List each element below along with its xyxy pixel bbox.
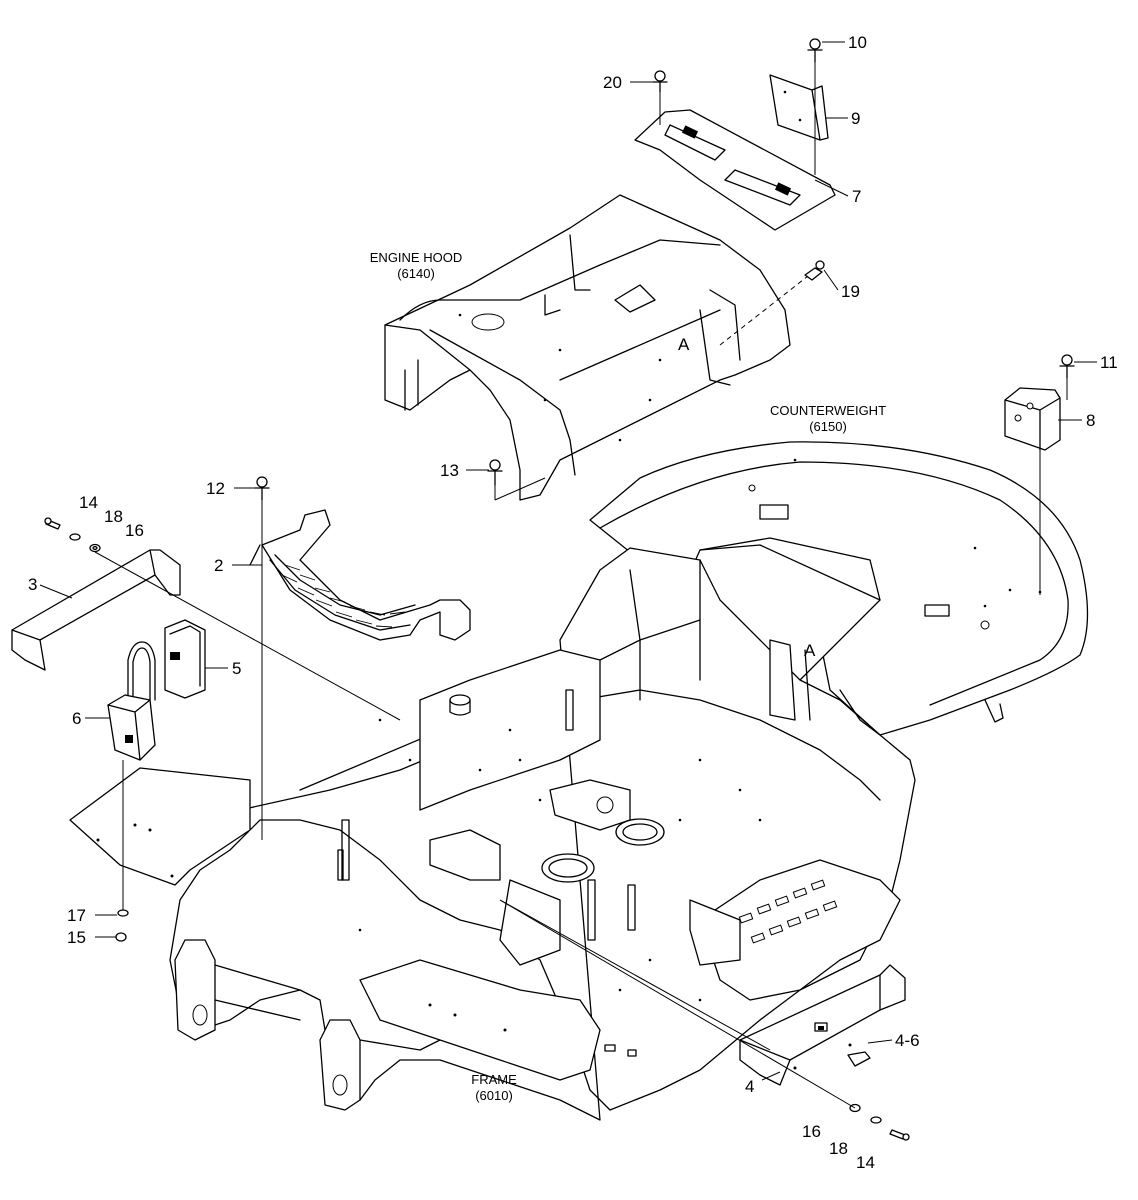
- callout-10: 10: [848, 33, 867, 52]
- callout-16-right: 16: [802, 1122, 821, 1141]
- engine-hood-drawing: [384, 194, 791, 501]
- part-9-bracket: [769, 74, 829, 141]
- callout-numbers: 10 20 9 7 19 11 8 13 12 14 18 16 2 3 5 6…: [28, 33, 1118, 1172]
- bolt-20: [652, 70, 668, 93]
- callout-13: 13: [440, 461, 459, 480]
- callout-14-left: 14: [79, 493, 98, 512]
- counterweight-number: (6150): [809, 419, 847, 434]
- part-6-handle-cover: [107, 641, 156, 761]
- callout-4-6: 4-6: [895, 1031, 920, 1050]
- assembly-labels: ENGINE HOOD (6140) COUNTERWEIGHT (6150) …: [370, 250, 886, 1103]
- callout-18-right: 18: [829, 1139, 848, 1158]
- mesh-pattern: [281, 564, 406, 628]
- bolt-13: [487, 459, 503, 486]
- callout-17: 17: [67, 906, 86, 925]
- bolt-12: [254, 476, 270, 501]
- bolt-14-right: [889, 1129, 910, 1141]
- frame-number: (6010): [475, 1088, 513, 1103]
- washer-18-left: [69, 533, 81, 541]
- nut-15: [115, 932, 127, 942]
- callout-7: 7: [852, 187, 861, 206]
- callout-9: 9: [851, 109, 860, 128]
- callout-19: 19: [841, 282, 860, 301]
- part-5-pad: [164, 619, 206, 699]
- bolt-11: [1059, 354, 1075, 379]
- frame-drawing: [69, 547, 916, 1121]
- assembly-lines: [94, 62, 1068, 1109]
- step-slots: [738, 879, 838, 944]
- engine-hood-number: (6140): [397, 266, 435, 281]
- reference-a-frame: A: [804, 641, 816, 660]
- part-3-cover: [11, 549, 181, 671]
- bolt-14-left: [44, 517, 61, 530]
- callout-14-right: 14: [856, 1153, 875, 1172]
- callout-8: 8: [1086, 411, 1095, 430]
- part-7-cover-plate: [634, 109, 836, 231]
- callout-3: 3: [28, 575, 37, 594]
- callout-15: 15: [67, 928, 86, 947]
- part-4-rear-cover: [739, 964, 906, 1086]
- callout-16-left: 16: [125, 521, 144, 540]
- callout-5: 5: [232, 659, 241, 678]
- washer-18-right: [870, 1116, 882, 1124]
- part-8-block: [1004, 387, 1061, 451]
- bolt-19: [804, 260, 825, 281]
- bolt-10: [807, 38, 823, 63]
- callout-leaders: [39, 41, 1097, 1081]
- frame-label: FRAME: [471, 1072, 517, 1087]
- reference-a-hood: A: [678, 335, 690, 354]
- callout-20: 20: [603, 73, 622, 92]
- engine-hood-label: ENGINE HOOD: [370, 250, 462, 265]
- callout-4: 4: [745, 1077, 754, 1096]
- washer-17: [117, 909, 129, 917]
- callout-11: 11: [1100, 353, 1118, 372]
- callout-12: 12: [206, 479, 225, 498]
- counterweight-label: COUNTERWEIGHT: [770, 403, 886, 418]
- callout-18-left: 18: [104, 507, 123, 526]
- callout-6: 6: [72, 709, 81, 728]
- part-2-mesh-bracket: [249, 509, 471, 641]
- callout-2: 2: [214, 556, 223, 575]
- washer-16-left: [89, 543, 101, 553]
